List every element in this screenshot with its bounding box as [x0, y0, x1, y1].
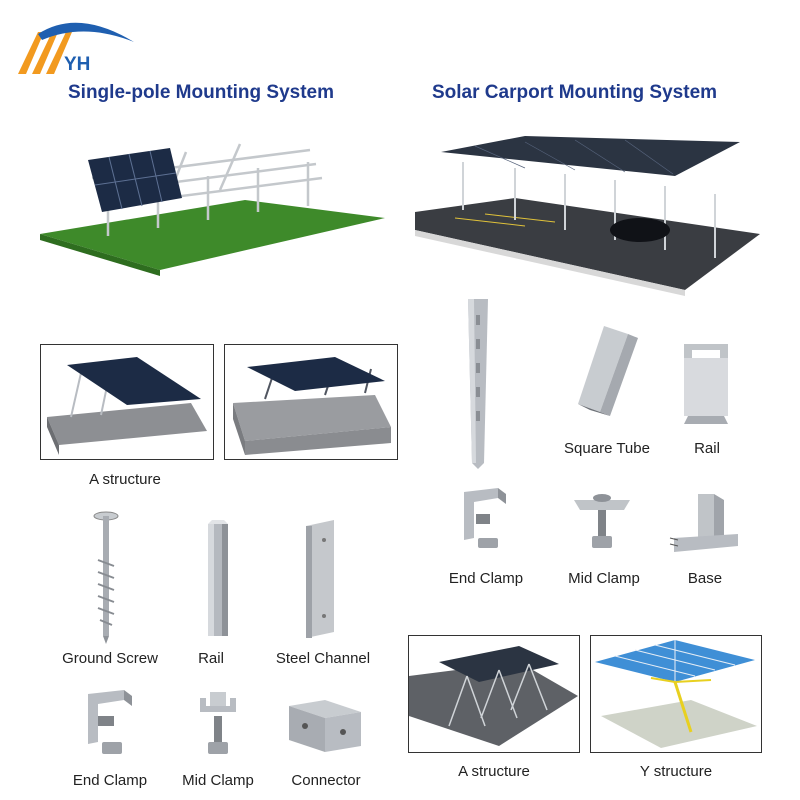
logo: YH [8, 12, 138, 82]
end-clamp-icon [80, 686, 140, 762]
left-a-structure-label: A structure [89, 471, 161, 488]
carport-mid-clamp-label: Mid Clamp [568, 570, 640, 587]
square-tube-label: Square Tube [564, 440, 650, 457]
carport-rail-label: Rail [694, 440, 720, 457]
left-end-clamp-label: End Clamp [72, 772, 148, 789]
pole-icon [460, 295, 496, 470]
base-label: Base [687, 570, 723, 587]
left-mid-clamp-label: Mid Clamp [182, 772, 254, 789]
base-icon [668, 494, 744, 558]
solar-carport-heading: Solar Carport Mounting System [432, 82, 718, 103]
ground-screw-label: Ground Screw [62, 650, 158, 667]
rail-icon [200, 520, 236, 640]
carport-end-clamp-icon [456, 486, 512, 556]
carport-a-structure-image [408, 635, 580, 753]
a-structure-image-1 [40, 344, 214, 460]
logo-swoosh-icon [18, 22, 134, 74]
a-structure-image-2 [224, 344, 398, 460]
connector-icon [285, 696, 365, 756]
square-tube-icon [568, 322, 642, 422]
single-pole-heading: Single-pole Mounting System [68, 82, 335, 103]
ground-screw-icon [84, 510, 128, 645]
carport-y-structure-label: Y structure [639, 763, 713, 780]
carport-mid-clamp-icon [570, 486, 634, 556]
connector-label: Connector [291, 772, 361, 789]
mid-clamp-icon [190, 688, 246, 760]
carport-rail-icon [676, 336, 736, 426]
rail-label: Rail [198, 650, 224, 667]
carport-a-structure-label: A structure [458, 763, 530, 780]
logo-text: YH [64, 54, 91, 75]
steel-channel-icon [300, 520, 340, 640]
carport-hero-image [415, 130, 760, 300]
carport-end-clamp-label: End Clamp [448, 570, 524, 587]
single-pole-hero-image [40, 130, 385, 280]
steel-channel-label: Steel Channel [275, 650, 371, 667]
carport-y-structure-image [590, 635, 762, 753]
